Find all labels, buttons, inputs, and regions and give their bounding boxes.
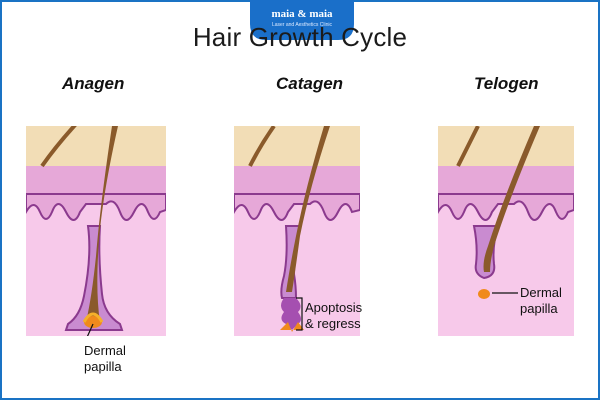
brand-tagline: Laser and Aesthetics Clinic <box>271 22 333 28</box>
dermal-papillae-ridge <box>234 193 360 221</box>
brand-logo-badge <box>250 0 354 40</box>
upper-dermis-band <box>438 166 574 194</box>
epidermis-layer <box>26 126 166 166</box>
dermal-papillae-ridge <box>438 193 574 221</box>
dermal-papillae-ridge <box>26 193 166 221</box>
telogen-annotation: Dermal papilla <box>520 285 562 317</box>
catagen-illustration <box>234 126 360 336</box>
brand-logo-text: maia & maia <box>271 8 333 20</box>
upper-dermis-band <box>234 166 360 194</box>
anagen-illustration <box>26 126 166 336</box>
anagen-annotation: Dermal papilla <box>84 343 126 375</box>
anagen-panel <box>26 126 166 336</box>
upper-dermis-band <box>26 166 166 194</box>
hair-shaft <box>483 126 540 272</box>
telogen-annotation-line1: Dermal <box>520 285 562 300</box>
stage-label-anagen: Anagen <box>62 74 125 93</box>
catagen-annotation-line2: & regress <box>305 316 361 331</box>
anagen-annotation-line1: Dermal <box>84 343 126 358</box>
anagen-pointer-line <box>86 323 94 336</box>
anagen-annotation-line2: papilla <box>84 359 122 374</box>
catagen-bracket <box>296 297 303 331</box>
dermal-papilla <box>84 316 102 328</box>
papilla-highlight <box>82 312 104 323</box>
epidermis-layer <box>438 126 574 166</box>
hair-shaft <box>286 126 330 292</box>
telogen-illustration <box>438 126 574 336</box>
telogen-panel <box>438 126 574 336</box>
stage-label-catagen: Catagen <box>276 74 344 93</box>
fallen-hair <box>456 126 480 167</box>
stage-label-telogen: Telogen <box>474 74 539 93</box>
fallen-hair <box>248 126 276 167</box>
telogen-annotation-line2: papilla <box>520 301 558 316</box>
regressing-follicle <box>281 298 301 330</box>
fallen-hair <box>40 126 77 168</box>
catagen-annotation-line1: Apoptosis <box>305 300 363 315</box>
catagen-panel <box>234 126 360 336</box>
catagen-annotation: Apoptosis & regress <box>305 300 362 332</box>
diagram-title: Hair Growth Cycle <box>192 22 408 52</box>
dermal-papilla <box>478 289 490 299</box>
